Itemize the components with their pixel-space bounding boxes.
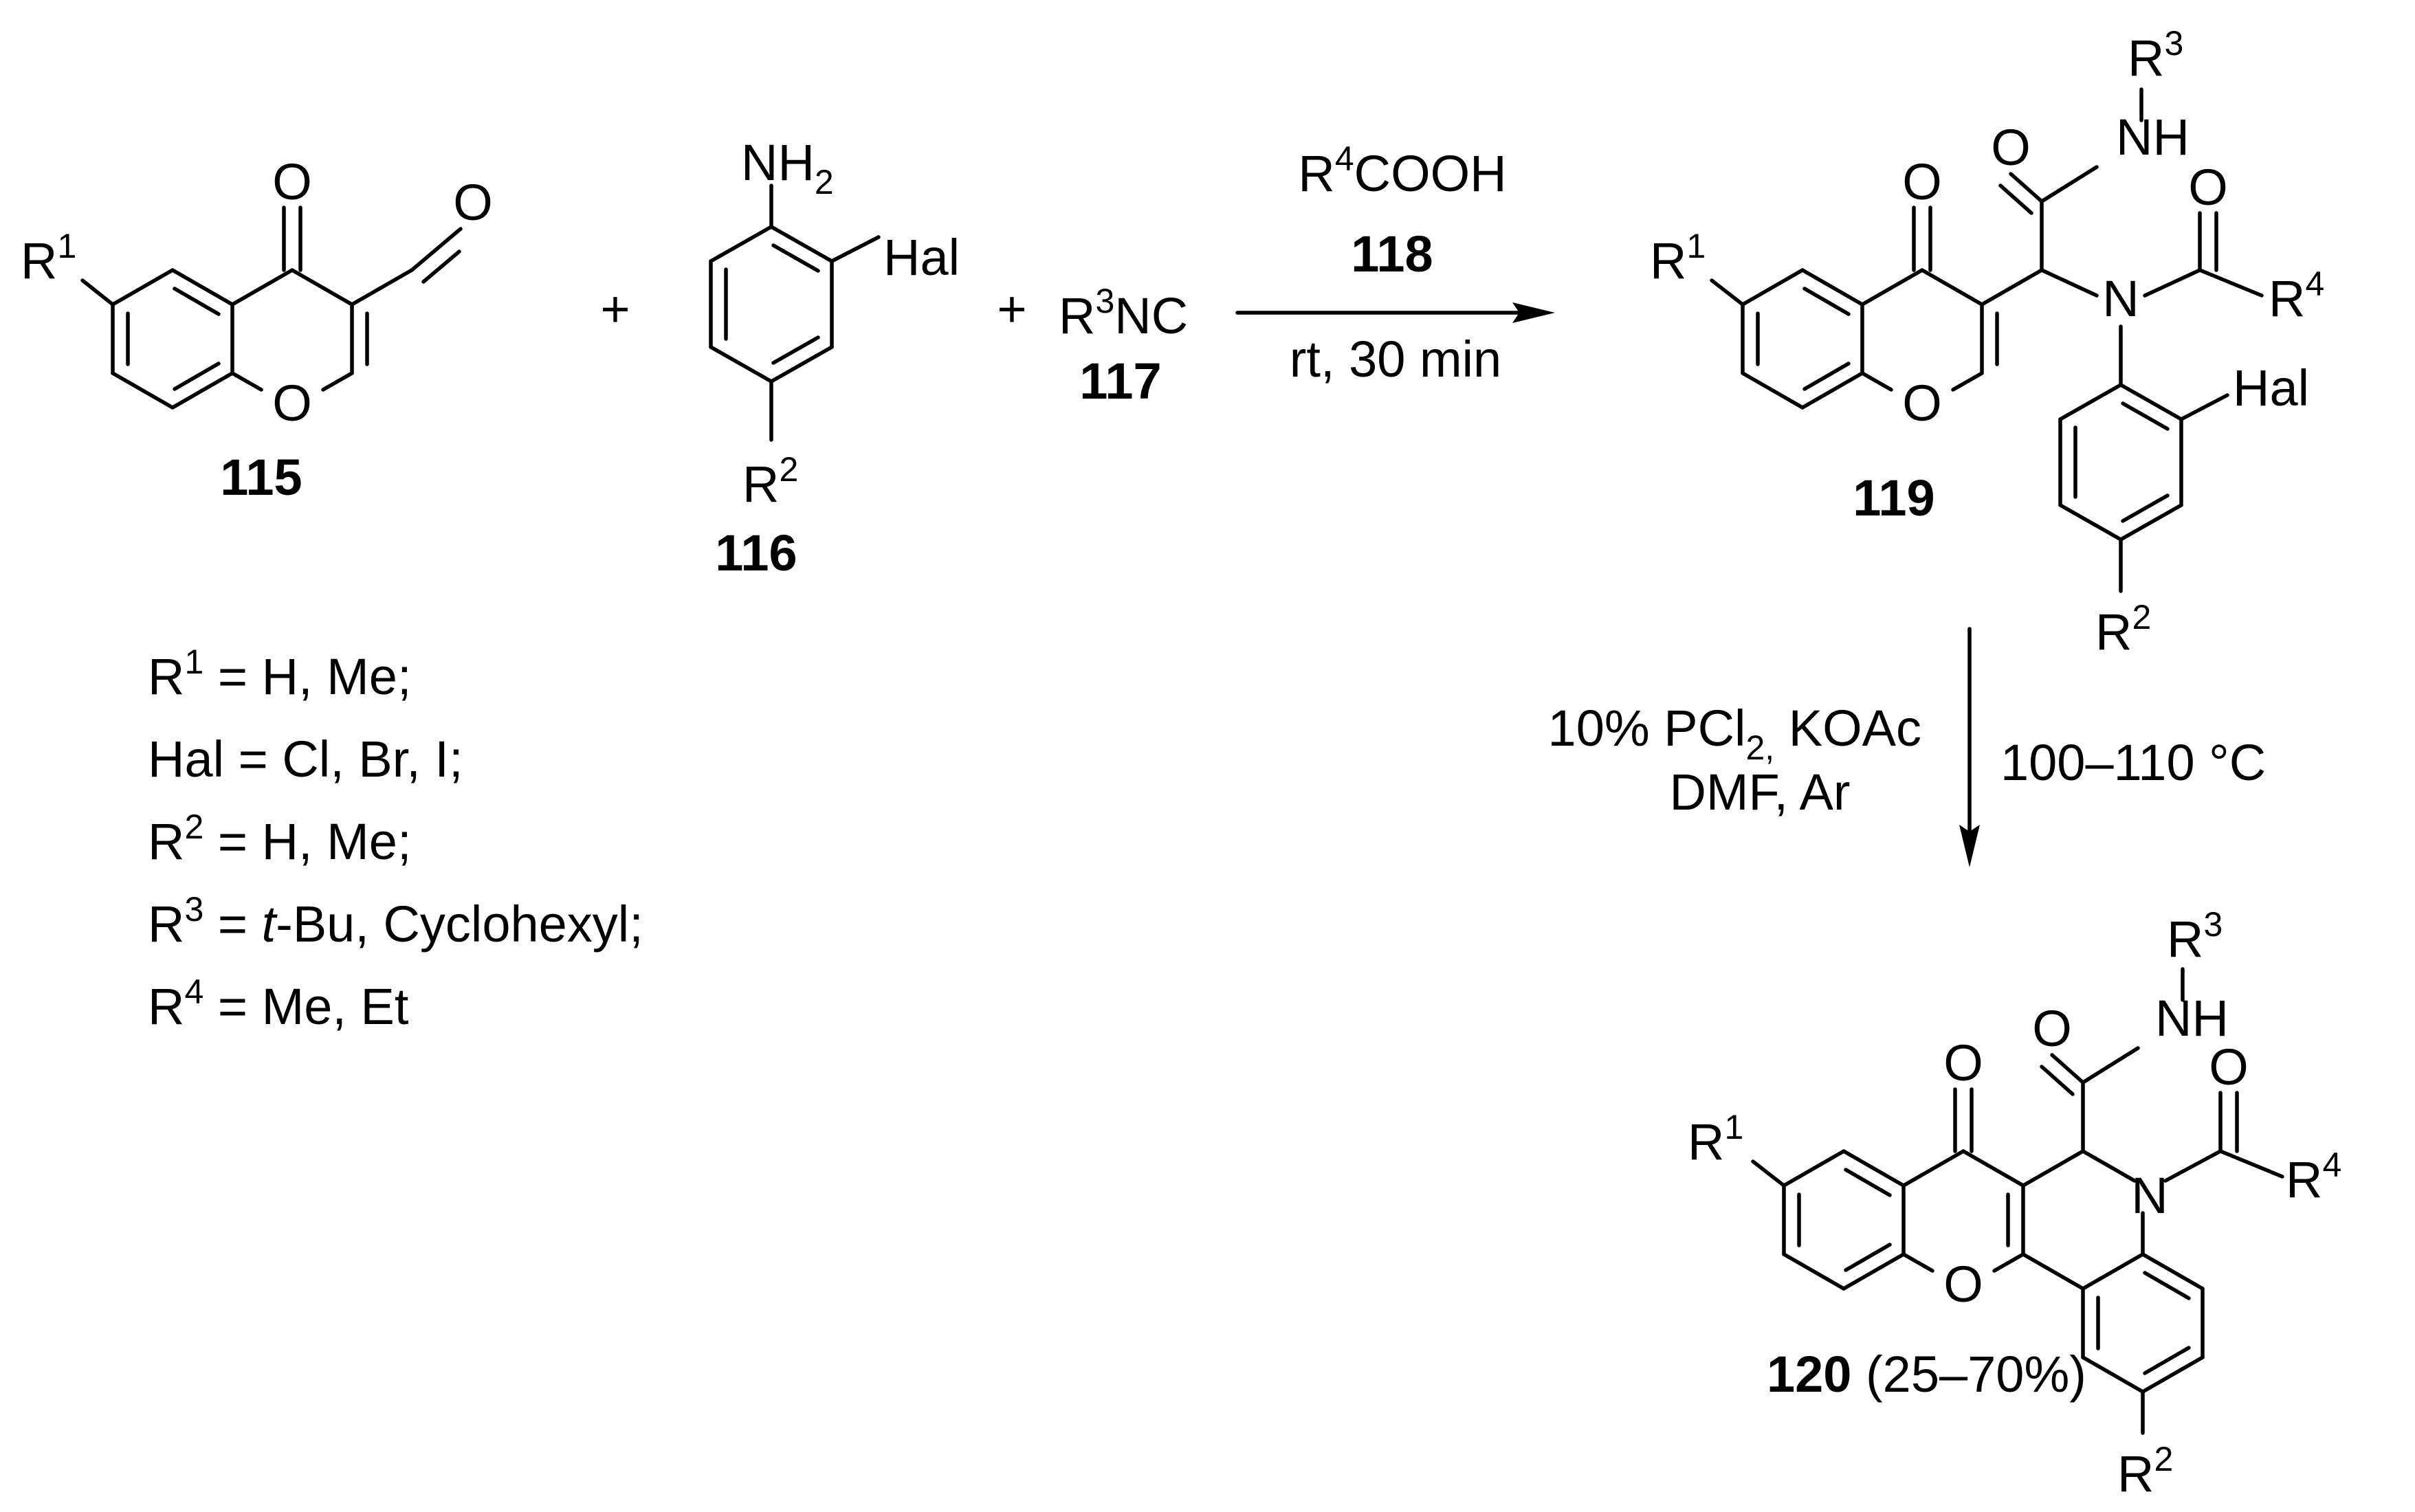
atom-n: N [2102,270,2139,327]
step2-solvent: DMF, Ar [1669,764,1850,821]
step1-conditions: rt, 30 min [1290,331,1501,388]
r1-label: R1 [1688,1108,1743,1170]
arrow-head-2 [1959,825,1980,867]
atom-o: O [2188,159,2228,216]
substituent-r3: R3 = t-Bu, Cyclohexyl; [148,890,643,953]
substituent-r1: R1 = H, Me; [148,643,412,705]
r2-label: R2 [2117,1440,2173,1502]
compound-119 [1710,87,2264,593]
plus-sign: + [600,280,630,337]
r4-label: R4 [2269,265,2324,327]
isonitrile-formula: R3NC [1059,282,1188,344]
hal-label: Hal [883,229,960,286]
substituent-r2: R2 = H, Me; [148,808,412,870]
step2-catalyst: 10% PCl2, KOAc [1548,700,1921,767]
r2-label: R2 [2095,598,2151,660]
atom-o: O [453,174,493,231]
compound-id-115: 115 [220,449,302,506]
step1-reagent: R4COOH [1298,140,1506,202]
substituent-r4: R4 = Me, Et [148,972,409,1035]
substituent-hal: Hal = Cl, Br, I; [148,731,463,788]
r4-label: R4 [2286,1146,2341,1208]
hal-label: Hal [2233,359,2309,416]
atom-o: O [1943,1034,1983,1091]
atom-o: O [1902,153,1942,210]
atom-nh: NH [2155,990,2229,1047]
r1-label: R1 [1650,227,1706,289]
compound-116 [709,184,881,442]
r3-label: R3 [2128,24,2183,87]
compound-id-117: 117 [1079,353,1161,410]
step1-reagent-id: 118 [1351,225,1433,282]
nh2-label: NH2 [741,134,834,201]
plus-sign: + [997,280,1026,337]
atom-o: O [1943,1256,1983,1313]
r1-label: R1 [21,227,76,289]
r2-label: R2 [742,450,798,513]
arrow-head-1 [1512,302,1555,323]
compound-id-119: 119 [1853,469,1934,526]
atom-n: N [2131,1167,2168,1224]
compound-id-120: 120 (25–70%) [1767,1346,2086,1403]
atom-o: O [272,153,312,210]
atom-o: O [272,375,312,432]
compound-115 [80,205,463,410]
substituent-list: R1 = H, Me; Hal = Cl, Br, I; R2 = H, Me;… [148,643,643,1035]
atom-o: O [2032,1000,2072,1057]
atom-nh: NH [2116,109,2190,166]
compound-120 [1751,967,2284,1435]
atom-o: O [1902,375,1942,432]
atom-o: O [1991,119,2031,176]
compound-id-116: 116 [715,524,797,581]
step2-temperature: 100–110 °C [2000,734,2266,791]
r3-label: R3 [2167,905,2223,968]
atom-o: O [2209,1038,2249,1096]
